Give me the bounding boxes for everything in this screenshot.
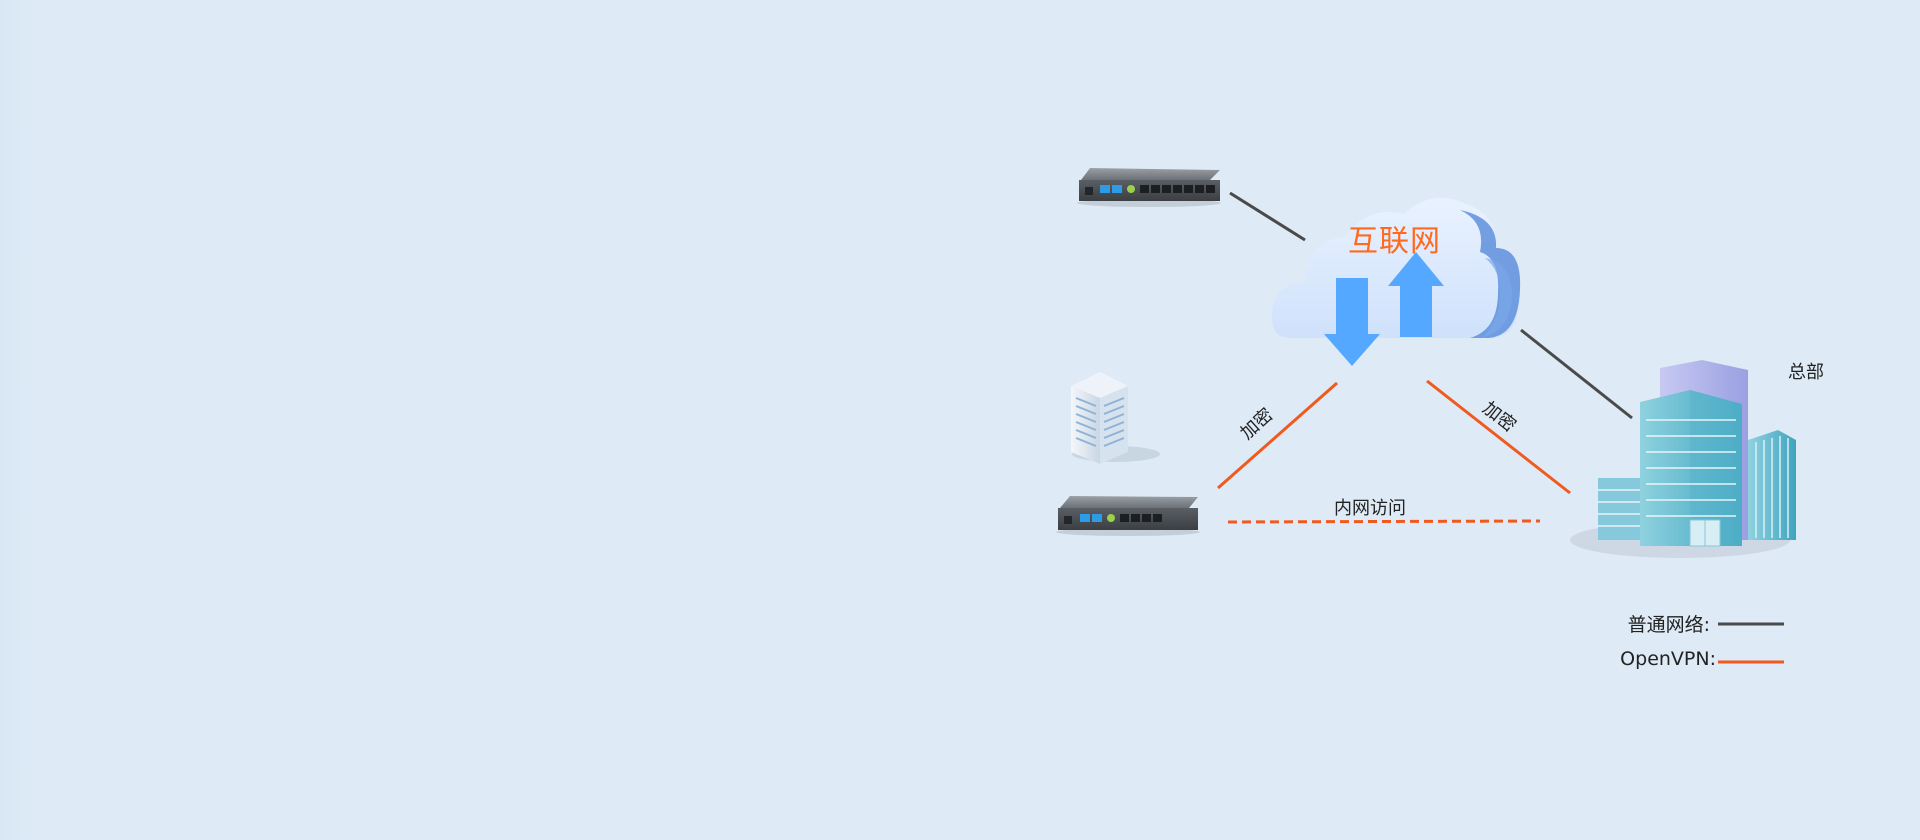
cloud-icon	[1271, 197, 1521, 338]
router-icon-bottom	[1056, 496, 1200, 536]
office-building-icon	[1570, 360, 1796, 558]
server-building-icon	[1071, 372, 1160, 464]
link-router-to-cloud	[1229, 191, 1306, 242]
vpn-link-hq	[1426, 379, 1571, 495]
normal-links	[1229, 191, 1633, 420]
download-arrow-icon	[1324, 278, 1380, 366]
legend-vpn-label: OpenVPN:	[1620, 648, 1716, 670]
link-cloud-to-hq	[1520, 328, 1633, 420]
router-icon-top	[1077, 168, 1221, 207]
legend-swatches	[1718, 622, 1784, 664]
intranet-access-label: 内网访问	[1334, 498, 1406, 519]
vpn-link-branch	[1217, 381, 1338, 490]
vpn-links	[1217, 379, 1571, 524]
internet-label: 互联网	[1348, 224, 1441, 259]
legend-normal-label: 普通网络:	[1627, 614, 1710, 636]
headquarters-label: 总部	[1788, 362, 1824, 383]
vpn-intranet-dashed	[1227, 519, 1541, 524]
upload-arrow-icon	[1388, 252, 1444, 337]
